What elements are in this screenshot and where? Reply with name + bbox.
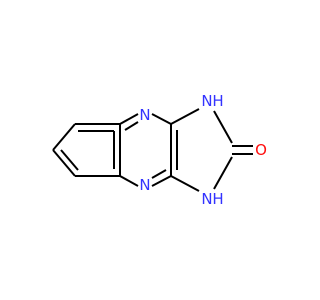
oxygen-atom: O bbox=[255, 141, 267, 159]
imidazolone-ring bbox=[170, 108, 233, 192]
nh-hydrogen-top: H bbox=[212, 92, 223, 110]
benzene-ring bbox=[52, 123, 121, 177]
bond bbox=[170, 108, 200, 125]
bond bbox=[151, 175, 172, 187]
nh-hydrogen-bottom: H bbox=[212, 190, 223, 208]
double-bond-inner bbox=[151, 169, 167, 179]
bond bbox=[119, 175, 139, 187]
carbonyl-group bbox=[232, 145, 253, 155]
bond bbox=[170, 175, 200, 192]
quinoxaline-imidazolone-structure: N N N H N H O bbox=[52, 92, 267, 208]
nitrogen-atom-top: N bbox=[139, 106, 150, 124]
bond bbox=[52, 123, 76, 151]
bond bbox=[213, 110, 233, 144]
bond bbox=[119, 113, 139, 125]
double-bond-inner bbox=[60, 149, 79, 171]
nh-nitrogen-bottom: N bbox=[201, 190, 212, 208]
nitrogen-atom-bottom: N bbox=[139, 176, 150, 194]
double-bond-inner bbox=[124, 121, 139, 131]
pyrazine-ring bbox=[119, 113, 178, 187]
bond bbox=[213, 156, 233, 190]
bond bbox=[151, 113, 172, 125]
bond bbox=[52, 149, 76, 177]
nh-nitrogen-top: N bbox=[201, 92, 212, 110]
